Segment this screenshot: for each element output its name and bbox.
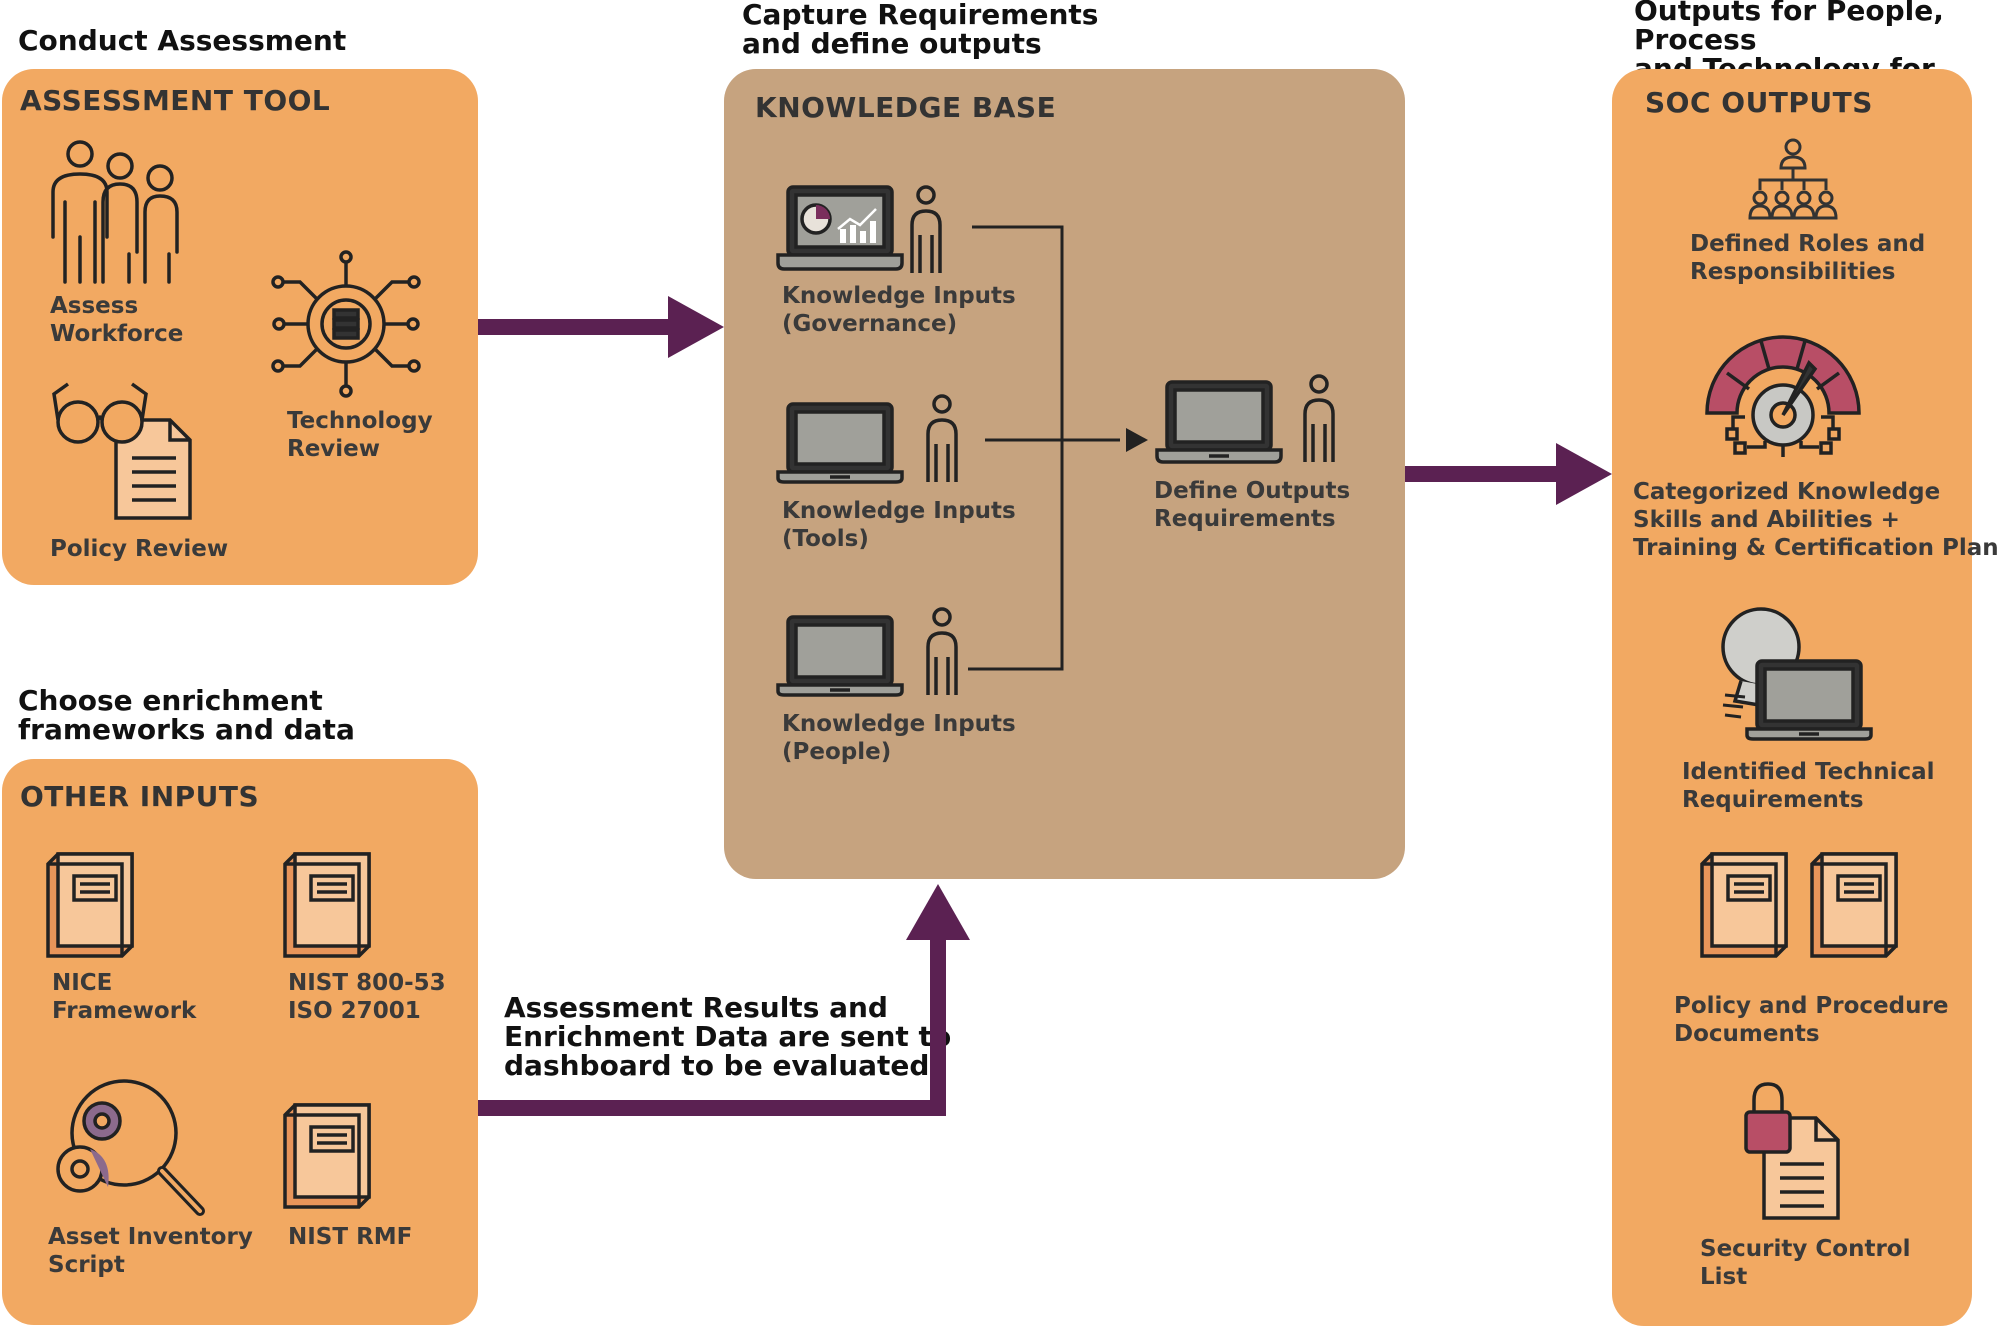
org-chart-icon xyxy=(1748,138,1838,220)
heading-conduct-assessment: Conduct Assessment xyxy=(18,24,347,57)
tools-label: Knowledge Inputs (Tools) xyxy=(782,498,1016,552)
policy-docs-label: Policy and Procedure Documents xyxy=(1674,993,1949,1047)
assessment-tool-title: ASSESSMENT TOOL xyxy=(20,84,331,117)
governance-label: Knowledge Inputs (Governance) xyxy=(782,283,1016,337)
technology-label: Technology Review xyxy=(287,408,433,462)
heading-results-sent: Assessment Results and Enrichment Data a… xyxy=(504,991,952,1082)
asset-inventory-magnifier-icon xyxy=(56,1079,205,1216)
nice-framework-label: NICE Framework xyxy=(52,970,197,1024)
roles-label: Defined Roles and Responsibilities xyxy=(1690,231,1926,285)
nist-800-53-label: NIST 800-53 ISO 27001 xyxy=(288,970,446,1024)
define-outputs-label: Define Outputs Requirements xyxy=(1154,478,1351,532)
controls-label: Security Control List xyxy=(1700,1236,1911,1290)
tools-laptop-icon xyxy=(776,394,958,484)
heading-choose-enrichment: Choose enrichment frameworks and data xyxy=(18,684,355,746)
arrowhead-kb-to-soc xyxy=(1556,443,1612,505)
skills-gauge-icon xyxy=(1705,335,1861,457)
workforce-icon xyxy=(51,140,179,284)
define-outputs-laptop-icon xyxy=(1155,374,1335,464)
policy-review-label: Policy Review xyxy=(50,536,229,562)
other-inputs-title: OTHER INPUTS xyxy=(20,780,260,813)
technology-icon xyxy=(271,250,421,398)
policy-docs-books-icon xyxy=(1700,852,1898,958)
workforce-label: Assess Workforce xyxy=(50,293,184,347)
assessment-tool-panel xyxy=(2,69,478,585)
technical-requirements-icon xyxy=(1721,607,1873,741)
asset-inventory-label: Asset Inventory Script xyxy=(48,1224,253,1278)
arrowhead-assessment-to-kb xyxy=(668,296,724,358)
ksa-label: Categorized Knowledge Skills and Abiliti… xyxy=(1633,479,1999,561)
arrowhead-inputs-to-kb xyxy=(906,884,970,940)
heading-capture-requirements: Capture Requirements and define outputs xyxy=(742,0,1099,60)
nist-rmf-label: NIST RMF xyxy=(288,1224,413,1250)
nist-800-53-book-icon xyxy=(283,852,371,958)
people-laptop-icon xyxy=(776,607,958,697)
technical-label: Identified Technical Requirements xyxy=(1682,759,1935,813)
soc-outputs-title: SOC OUTPUTS xyxy=(1645,86,1873,119)
governance-laptop-icon xyxy=(776,185,942,273)
knowledge-base-title: KNOWLEDGE BASE xyxy=(755,91,1057,124)
nist-rmf-book-icon xyxy=(283,1103,371,1209)
security-control-lock-icon xyxy=(1744,1082,1840,1220)
policy-review-icon xyxy=(52,382,192,520)
nice-framework-book-icon xyxy=(46,852,134,958)
people-label: Knowledge Inputs (People) xyxy=(782,711,1016,765)
